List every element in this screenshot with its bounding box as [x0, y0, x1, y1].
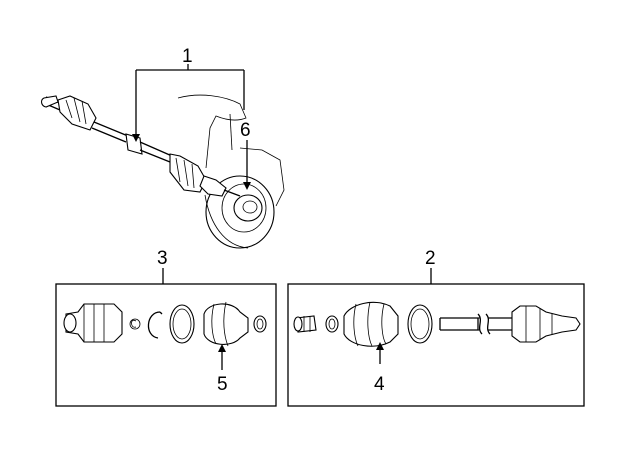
box-3-frame [55, 283, 277, 407]
inner-joint-box [55, 268, 277, 407]
outer-joint-box [287, 268, 585, 407]
arrow-6 [243, 182, 251, 190]
arrow-1 [132, 134, 140, 142]
callout-2: 2 [425, 248, 436, 269]
box-2-frame [287, 283, 585, 407]
axle-assembly-illustration [41, 64, 285, 249]
callout-5: 5 [217, 374, 228, 395]
callout-4: 4 [374, 374, 385, 395]
callout-1: 1 [182, 46, 193, 67]
callout-6: 6 [240, 120, 251, 141]
callout-3: 3 [157, 248, 168, 269]
leader-1 [135, 64, 245, 140]
